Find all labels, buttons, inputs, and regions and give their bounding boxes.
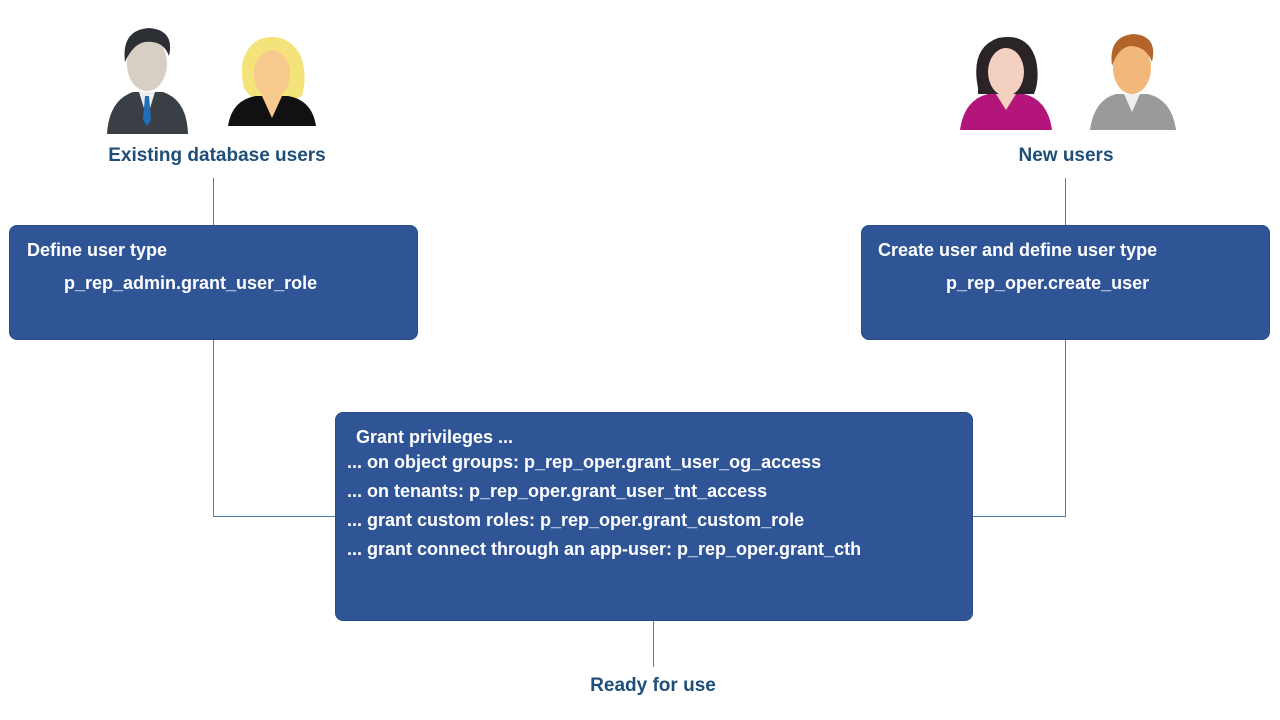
existing-users-label: Existing database users xyxy=(108,145,326,166)
connector-existing-to-define xyxy=(213,178,214,226)
grant-line-connect-through: ... grant connect through an app-user: p… xyxy=(347,539,862,559)
ready-for-use-label: Ready for use xyxy=(590,675,716,696)
create-user-procedure: p_rep_oper.create_user xyxy=(946,273,1150,293)
connector-create-down xyxy=(1065,339,1066,517)
man-user-icon xyxy=(1088,30,1178,130)
create-user-box: Create user and define user type p_rep_o… xyxy=(861,225,1270,340)
businessman-user-icon xyxy=(105,22,190,134)
woman-user-icon xyxy=(958,30,1054,130)
grant-line-object-groups: ... on object groups: p_rep_oper.grant_u… xyxy=(347,452,822,472)
connector-create-to-grant xyxy=(972,516,1066,517)
grant-line-custom-roles: ... grant custom roles: p_rep_oper.grant… xyxy=(347,510,805,530)
define-user-type-title: Define user type xyxy=(27,240,168,260)
grant-line-tenants: ... on tenants: p_rep_oper.grant_user_tn… xyxy=(347,481,768,501)
define-user-type-box: Define user type p_rep_admin.grant_user_… xyxy=(9,225,418,340)
create-user-title: Create user and define user type xyxy=(878,240,1158,260)
define-user-type-procedure: p_rep_admin.grant_user_role xyxy=(64,273,318,293)
connector-define-to-grant xyxy=(213,516,336,517)
connector-define-down xyxy=(213,339,214,517)
businesswoman-user-icon xyxy=(226,34,318,126)
connector-grant-to-ready xyxy=(653,620,654,667)
connector-new-to-create xyxy=(1065,178,1066,226)
grant-privileges-title: Grant privileges ... xyxy=(356,427,514,447)
new-users-label: New users xyxy=(1018,145,1114,166)
grant-privileges-box: Grant privileges ... ... on object group… xyxy=(335,412,973,621)
